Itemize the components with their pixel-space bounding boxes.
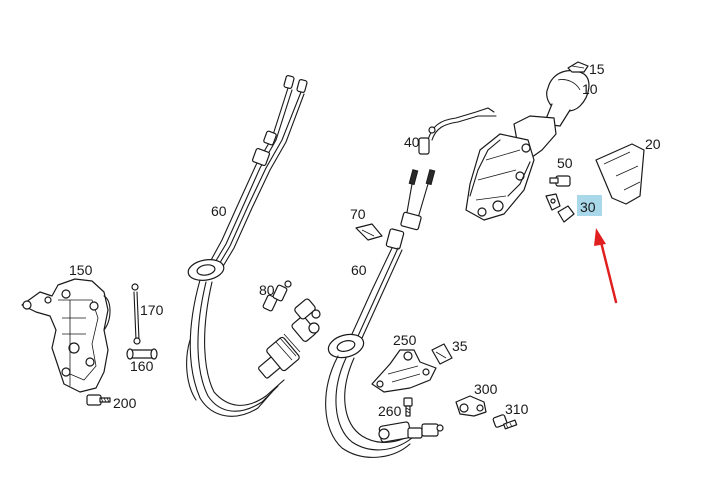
- label-80: 80: [259, 282, 275, 298]
- bushing-160[interactable]: [126, 348, 158, 360]
- label-50: 50: [557, 155, 573, 171]
- connector-80[interactable]: [262, 280, 292, 312]
- label-260: 260: [378, 403, 402, 419]
- label-35: 35: [452, 338, 468, 354]
- label-highlight-30: [577, 195, 602, 216]
- label-40: 40: [404, 134, 420, 150]
- bolt-200[interactable]: [86, 394, 111, 406]
- shifter-housing[interactable]: [465, 115, 557, 221]
- label-15: 15: [589, 61, 605, 77]
- bracket-assembly-150[interactable]: [21, 278, 111, 393]
- label-30: 30: [580, 199, 596, 215]
- label-310: 310: [505, 401, 529, 417]
- shift-cable-60-right[interactable]: [325, 169, 444, 458]
- label-160: 160: [130, 358, 154, 374]
- shift-knob-10[interactable]: [543, 69, 590, 127]
- bolt-260[interactable]: [403, 397, 413, 417]
- label-10: 10: [582, 81, 598, 97]
- label-60-right: 60: [351, 262, 367, 278]
- bolt-310[interactable]: [492, 414, 518, 430]
- bracket-250[interactable]: [371, 349, 437, 393]
- clip-30[interactable]: [545, 193, 575, 223]
- label-200: 200: [113, 395, 137, 411]
- label-250: 250: [393, 332, 417, 348]
- cap-15[interactable]: [567, 61, 589, 73]
- clip-35[interactable]: [431, 343, 453, 365]
- label-70: 70: [350, 206, 366, 222]
- cable-40[interactable]: [418, 107, 497, 155]
- shift-boot-20[interactable]: [595, 143, 645, 205]
- cable-end-connector-lower: [258, 298, 321, 379]
- clip-70[interactable]: [355, 223, 383, 241]
- label-150: 150: [69, 262, 93, 278]
- label-60-left: 60: [211, 203, 227, 219]
- bolt-50[interactable]: [549, 175, 571, 187]
- label-300: 300: [474, 381, 498, 397]
- shift-cable-60-left[interactable]: [186, 75, 321, 417]
- label-20: 20: [645, 136, 661, 152]
- red-arrow-indicator: [594, 228, 618, 304]
- pin-170[interactable]: [131, 283, 141, 345]
- pin-300[interactable]: [455, 395, 487, 417]
- label-170: 170: [140, 302, 164, 318]
